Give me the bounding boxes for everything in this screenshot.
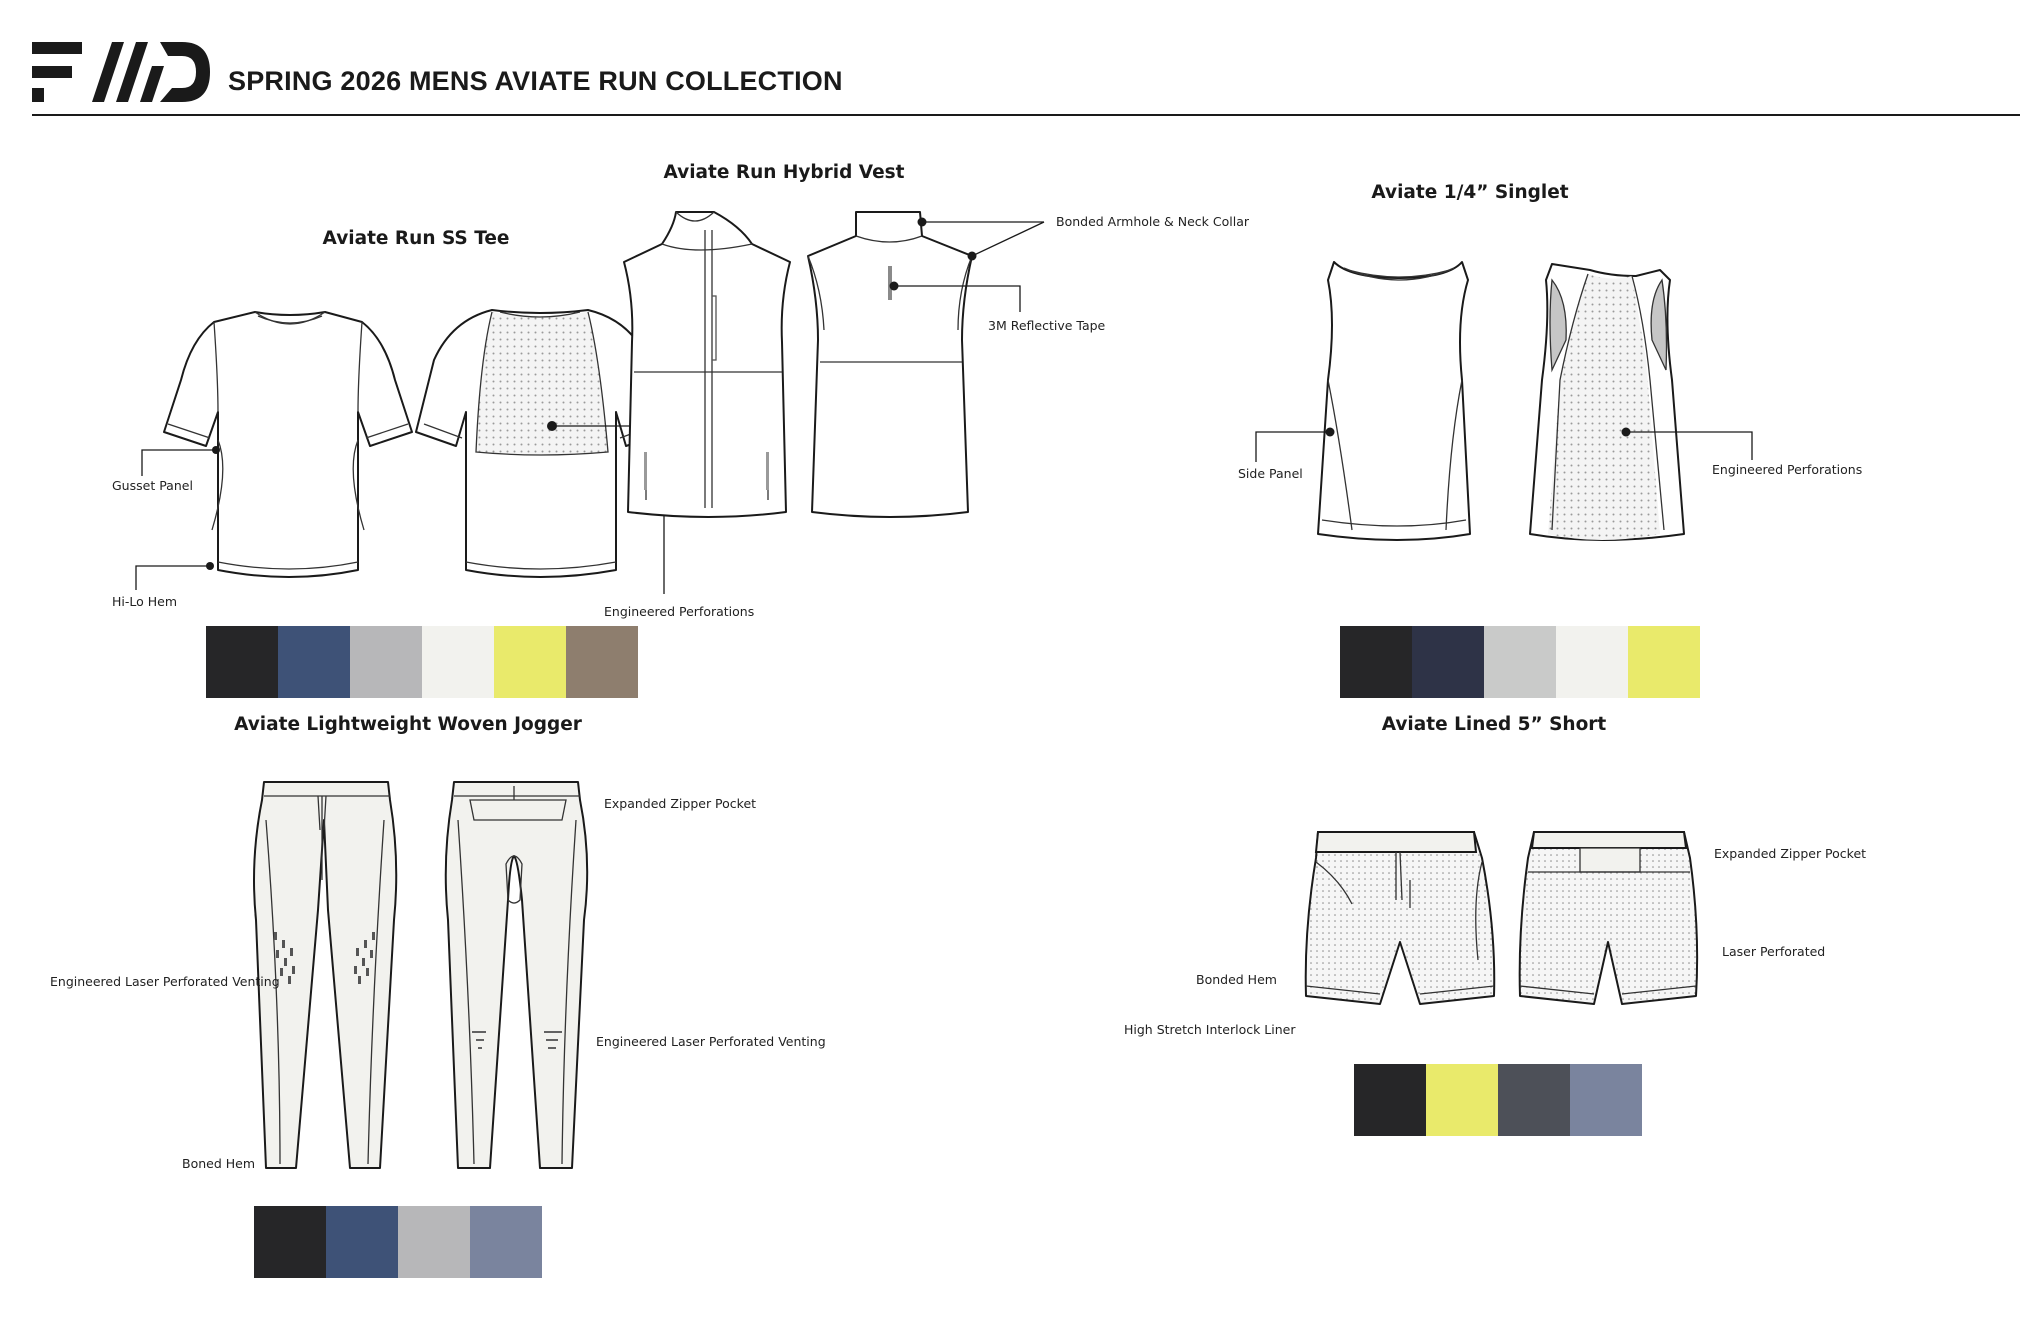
color-swatch: [1556, 626, 1628, 698]
color-swatch: [494, 626, 566, 698]
color-swatch: [1498, 1064, 1570, 1136]
short-swatches: [1354, 1064, 1642, 1136]
callout-singlet-engineered-perforations: Engineered Perforations: [1712, 462, 1863, 477]
callout-hi-lo-hem: Hi-Lo Hem: [112, 594, 178, 609]
color-swatch: [566, 626, 638, 698]
color-swatch: [1570, 1064, 1642, 1136]
color-swatch: [470, 1206, 542, 1278]
vest-back-flat: [807, 211, 973, 518]
tee-title: Aviate Run SS Tee: [322, 228, 510, 249]
color-swatch: [254, 1206, 326, 1278]
short-back-flat: [1518, 831, 1699, 1005]
color-swatch: [206, 626, 278, 698]
color-swatch: [1628, 626, 1700, 698]
callout-bonded-hem: Bonded Hem: [1196, 972, 1277, 987]
singlet-front-flat: [1317, 261, 1471, 541]
color-swatch: [422, 626, 494, 698]
callout-tee-engineered-perforations: Engineered Perforations: [604, 604, 755, 619]
color-swatch: [1340, 626, 1412, 698]
brand-logo: [32, 42, 210, 102]
callout-jogger-zipper-pocket: Expanded Zipper Pocket: [604, 796, 757, 811]
singlet-swatches: [1340, 626, 1700, 698]
singlet-title: Aviate 1/4” Singlet: [1371, 182, 1569, 203]
callout-short-zipper-pocket: Expanded Zipper Pocket: [1714, 846, 1867, 861]
color-swatch: [1426, 1064, 1498, 1136]
jogger-title: Aviate Lightweight Woven Jogger: [234, 714, 582, 735]
color-swatch: [350, 626, 422, 698]
collection-title: SPRING 2026 MENS AVIATE RUN COLLECTION: [228, 66, 843, 96]
callout-boned-hem: Boned Hem: [182, 1156, 256, 1171]
callout-bonded-armhole: Bonded Armhole & Neck Collar: [1056, 214, 1249, 229]
short-front-flat: [1304, 831, 1496, 1005]
tee-swatches: [206, 626, 638, 698]
vest-front-flat: [623, 211, 791, 518]
jogger-back-flat: [444, 781, 589, 1169]
short-title: Aviate Lined 5” Short: [1381, 714, 1607, 735]
singlet-back-flat: [1529, 263, 1685, 541]
callout-interlock-liner: High Stretch Interlock Liner: [1124, 1022, 1296, 1037]
color-swatch: [278, 626, 350, 698]
jogger-swatches: [254, 1206, 542, 1278]
callout-jogger-front-venting: Engineered Laser Perforated Venting: [50, 974, 280, 989]
callout-laser-perforated: Laser Perforated: [1722, 944, 1826, 959]
callout-reflective-tape: 3M Reflective Tape: [988, 318, 1106, 333]
callout-jogger-back-venting: Engineered Laser Perforated Venting: [596, 1034, 826, 1049]
callout-side-panel: Side Panel: [1238, 466, 1303, 481]
vest-title: Aviate Run Hybrid Vest: [663, 162, 905, 183]
tee-front-flat: [163, 311, 413, 578]
callout-gusset-panel: Gusset Panel: [112, 478, 193, 493]
color-swatch: [1484, 626, 1556, 698]
color-swatch: [1354, 1064, 1426, 1136]
jogger-front-flat: [253, 781, 398, 1169]
color-swatch: [326, 1206, 398, 1278]
tee-back-flat: [415, 309, 667, 578]
color-swatch: [398, 1206, 470, 1278]
color-swatch: [1412, 626, 1484, 698]
header-divider: [32, 114, 2020, 116]
